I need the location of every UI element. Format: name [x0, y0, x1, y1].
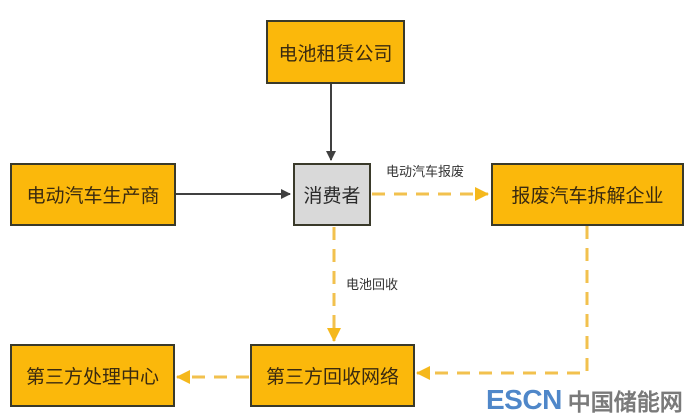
edge-label-ev-scrap: 电动汽车报废	[386, 165, 465, 180]
edge-dismantler-to-recycling	[416, 226, 589, 380]
node-ev-manufacturer: 电动汽车生产商	[10, 163, 176, 226]
logo-text-cn: 中国储能网	[567, 390, 683, 416]
node-scrap-vehicle-dismantler: 报废汽车拆解企业	[491, 163, 684, 226]
node-third-party-recycling-network: 第三方回收网络	[250, 344, 415, 407]
escn-watermark-logo: ESCN 中国储能网	[486, 383, 683, 417]
node-consumer: 消费者	[293, 163, 371, 226]
node-third-party-processing-center: 第三方处理中心	[10, 344, 175, 407]
node-battery-leasing-company: 电池租赁公司	[266, 20, 405, 84]
logo-text-en: ESCN	[486, 384, 562, 415]
edge-label-battery-recycling: 电池回收	[346, 278, 399, 293]
